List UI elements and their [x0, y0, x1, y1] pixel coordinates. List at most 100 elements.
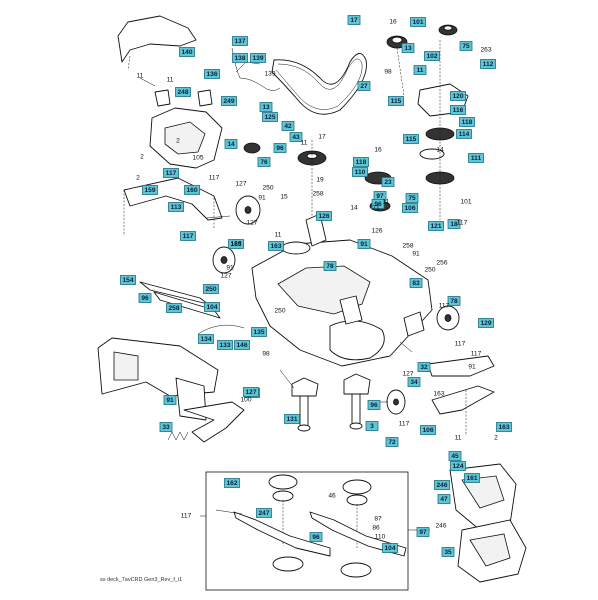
callout-number: 110: [355, 169, 366, 176]
callout-number: 35: [444, 549, 452, 556]
front-wheel-right: [436, 305, 460, 331]
idler-disc: [235, 195, 261, 225]
callout-label: 161: [464, 473, 480, 483]
callout-number: 120: [452, 93, 463, 100]
part-number: 86: [372, 525, 380, 532]
callout-label: 76: [257, 157, 271, 167]
callout-label: 124: [450, 461, 466, 471]
callout-number: 42: [284, 123, 292, 130]
callout-number: 134: [200, 336, 211, 343]
callout-label: 116: [450, 105, 466, 115]
part-number: 2: [494, 435, 498, 442]
part-number: 71: [372, 205, 380, 212]
callout-label: 163: [496, 422, 512, 432]
callout-number: 115: [406, 136, 417, 143]
part-number: 250: [262, 185, 273, 192]
callout-number: 161: [466, 475, 477, 482]
callout-number: 146: [236, 342, 247, 349]
part-number: 258: [312, 191, 323, 198]
part-number: 126: [371, 228, 382, 235]
callout-number: 47: [440, 496, 448, 503]
blade-group-frame: [205, 471, 409, 591]
callout-number: 124: [452, 463, 463, 470]
part-number: 263: [480, 47, 491, 54]
callout-label: 249: [221, 96, 237, 106]
part-number: 91: [258, 195, 266, 202]
callout-number: 115: [391, 98, 402, 105]
mulch-cover-lower: [457, 519, 527, 583]
callout-number: 72: [388, 439, 396, 446]
drawing-code: ss deck_7avCRD Gen3_Rev_f_i1: [100, 577, 183, 583]
callout-number: 140: [181, 49, 192, 56]
part-number: 258: [402, 243, 413, 250]
callout-number: 159: [144, 187, 155, 194]
callout-label: 137: [232, 36, 248, 46]
callout-number: 32: [420, 364, 428, 371]
callout-label: 121: [428, 221, 444, 231]
callout-label: 139: [250, 53, 266, 63]
part-number: 101: [460, 199, 471, 206]
callout-number: 137: [234, 38, 245, 45]
callout-label: 140: [179, 47, 195, 57]
part-number: 256: [436, 260, 447, 267]
callout-number: 106: [404, 205, 415, 212]
callout-number: 163: [498, 424, 509, 431]
callout-number: 18: [450, 221, 458, 228]
callout-label: 110: [352, 167, 368, 177]
callout-label: 250: [203, 284, 219, 294]
callout-number: 75: [408, 195, 416, 202]
callout-label: 78: [447, 296, 461, 306]
callout-label: 104: [204, 302, 220, 312]
callout-label: 146: [234, 340, 250, 350]
callout-number: 96: [312, 534, 320, 541]
callout-label: 18: [447, 219, 461, 229]
callout-label: 135: [251, 327, 267, 337]
part-number: 127: [220, 273, 231, 280]
callout-number: 43: [292, 134, 300, 141]
callout-label: 115: [403, 134, 419, 144]
callout-label: 247: [256, 508, 272, 518]
callout-label: 114: [456, 129, 472, 139]
callout-label: 162: [224, 478, 240, 488]
callout-number: 117: [166, 170, 177, 177]
top-deflector-part: [117, 15, 197, 71]
callout-number: 75: [462, 43, 470, 50]
mulch-cover-upper: [449, 463, 517, 531]
callout-label: 113: [168, 202, 184, 212]
callout-number: 13: [404, 45, 412, 52]
callout-label: 258: [166, 303, 182, 313]
callout-label: 47: [437, 494, 451, 504]
callout-number: 246: [436, 482, 447, 489]
callout-label: 78: [323, 261, 337, 271]
callout-label: 13: [401, 43, 415, 53]
part-number: 16: [374, 147, 382, 154]
callout-number: 249: [223, 98, 234, 105]
callout-number: 160: [186, 187, 197, 194]
callout-number: 96: [370, 402, 378, 409]
callout-label: 131: [284, 414, 300, 424]
part-number: 127: [402, 371, 413, 378]
callout-number: 121: [430, 223, 441, 230]
part-number: 250: [274, 308, 285, 315]
callout-label: 129: [478, 318, 494, 328]
callout-number: 114: [459, 131, 470, 138]
callout-number: 104: [384, 545, 395, 552]
callout-label: 246: [434, 480, 450, 490]
callout-label: 138: [232, 53, 248, 63]
callout-number: 258: [168, 305, 179, 312]
part-number: 17: [318, 134, 326, 141]
callout-number: 127: [245, 389, 256, 396]
callout-number: 97: [376, 193, 384, 200]
callout-number: 125: [264, 114, 275, 121]
callout-number: 27: [360, 83, 368, 90]
callout-number: 126: [318, 213, 329, 220]
right-arm-assembly: [386, 355, 495, 436]
callout-number: 118: [462, 119, 473, 126]
callout-label: 106: [402, 203, 418, 213]
callout-label: 45: [448, 451, 462, 461]
callout-label: 96: [371, 199, 385, 209]
callout-number: 96: [374, 201, 382, 208]
bracket-248: [154, 89, 213, 107]
